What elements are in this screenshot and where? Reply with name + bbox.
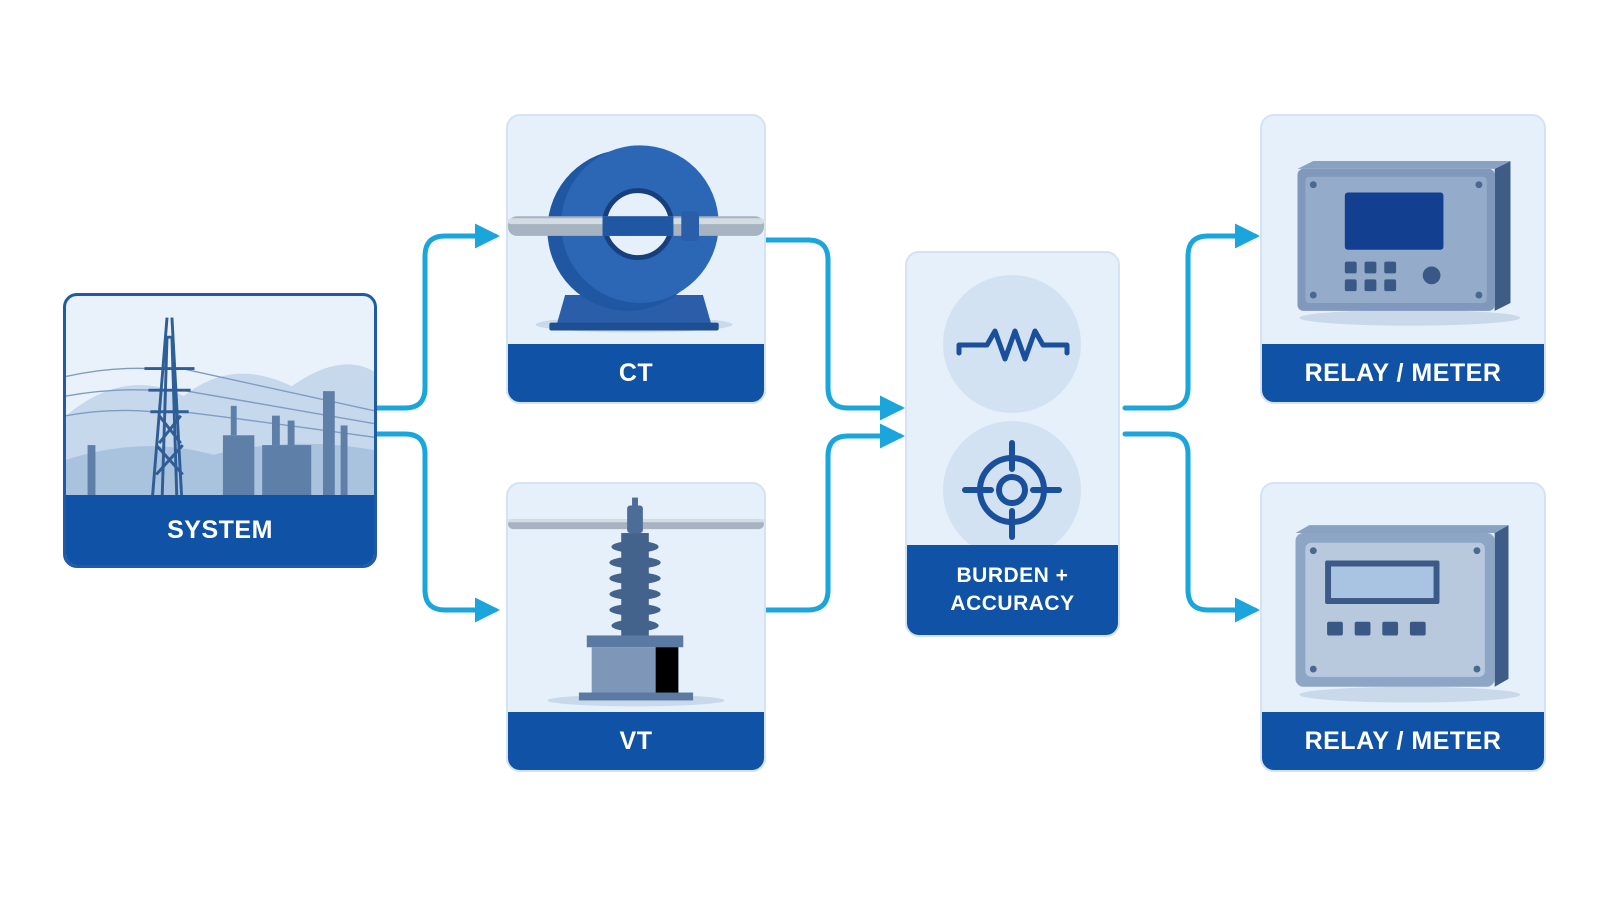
voltage-transformer-icon <box>508 497 764 707</box>
edge-system-ct <box>367 223 500 411</box>
edge-vt-burden <box>763 423 905 613</box>
edge-ct-burden <box>763 237 905 421</box>
ct-node: CT <box>506 114 766 404</box>
edge-burden-relay-top <box>1122 223 1260 411</box>
burden-accuracy-node: BURDEN + ACCURACY <box>905 251 1120 637</box>
system-label: SYSTEM <box>66 495 374 565</box>
resistor-badge <box>943 275 1081 413</box>
vt-node: VT <box>506 482 766 772</box>
relay-meter-bottom-label: RELAY / METER <box>1262 712 1544 770</box>
system-node: SYSTEM <box>63 293 377 568</box>
vt-label: VT <box>508 712 764 770</box>
relay-meter-top-label: RELAY / METER <box>1262 344 1544 402</box>
edge-burden-relay-bottom <box>1122 431 1260 623</box>
ct-label: CT <box>508 344 764 402</box>
relay-meter-top-node: RELAY / METER <box>1260 114 1546 404</box>
target-icon <box>962 440 1062 540</box>
resistor-icon <box>956 328 1070 362</box>
target-badge <box>943 421 1081 559</box>
burden-label-line2: ACCURACY <box>950 592 1075 615</box>
burden-accuracy-label: BURDEN + ACCURACY <box>907 545 1118 635</box>
edge-system-vt <box>367 431 500 623</box>
transmission-tower-icon <box>66 317 374 500</box>
current-transformer-icon <box>508 145 764 333</box>
burden-label-line1: BURDEN + <box>956 564 1069 587</box>
meter-panel-icon <box>1295 525 1521 703</box>
relay-panel-icon <box>1297 161 1521 326</box>
relay-meter-bottom-node: RELAY / METER <box>1260 482 1546 772</box>
